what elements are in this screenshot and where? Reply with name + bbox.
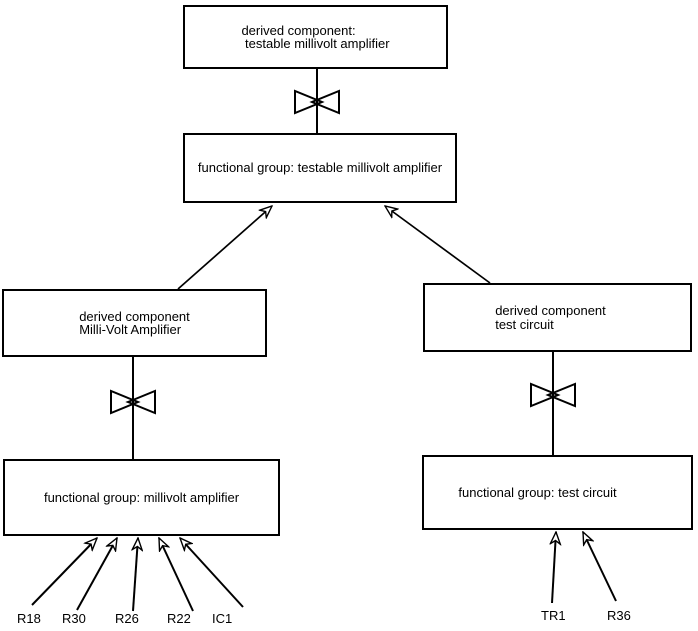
edge-ic1-to-fg-millivolt xyxy=(180,538,244,608)
node-derived-component-testable-millivolt-amplifier: derived component: testable millivolt am… xyxy=(183,5,448,69)
edge-r30-to-fg-millivolt xyxy=(76,538,117,611)
node-derived-component-test-circuit: derived component test circuit xyxy=(423,283,692,352)
node-label: functional group: millivolt amplifier xyxy=(43,489,240,505)
component-label-r30: R30 xyxy=(62,611,86,626)
edge-r36-to-fg-test xyxy=(582,532,617,602)
edge-derived-testable-to-fg-testable xyxy=(294,69,340,133)
edge-derived-millivolt-to-fg-millivolt xyxy=(110,357,156,459)
node-label: derived component: testable millivolt am… xyxy=(241,22,390,51)
edge-derived-test-to-fg-test xyxy=(530,352,576,455)
component-label-r26: R26 xyxy=(115,611,139,626)
decomposition-bowtie-icon xyxy=(110,389,156,415)
node-label: derived component Milli-Volt Amplifier xyxy=(79,308,190,337)
node-label: functional group: test circuit xyxy=(458,484,617,500)
edge-r26-to-fg-millivolt xyxy=(133,538,138,612)
edge-derived-millivolt-to-fg-testable xyxy=(177,206,272,290)
decomposition-bowtie-icon xyxy=(530,382,576,408)
decomposition-bowtie-icon xyxy=(294,89,340,115)
component-label-r18: R18 xyxy=(17,611,41,626)
node-label: functional group: testable millivolt amp… xyxy=(197,160,443,176)
node-functional-group-test-circuit: functional group: test circuit xyxy=(422,455,693,530)
edge-r22-to-fg-millivolt xyxy=(158,538,194,612)
component-label-r36: R36 xyxy=(607,608,631,623)
edge-tr1-to-fg-test xyxy=(552,532,556,604)
node-functional-group-millivolt-amplifier: functional group: millivolt amplifier xyxy=(3,459,280,536)
component-label-r22: R22 xyxy=(167,611,191,626)
node-derived-component-milli-volt-amplifier: derived component Milli-Volt Amplifier xyxy=(2,289,267,357)
edge-derived-test-to-fg-testable xyxy=(385,206,491,284)
edge-r18-to-fg-millivolt xyxy=(31,538,97,606)
node-functional-group-testable-millivolt-amplifier: functional group: testable millivolt amp… xyxy=(183,133,457,203)
component-label-tr1: TR1 xyxy=(541,608,566,623)
component-label-ic1: IC1 xyxy=(212,611,233,626)
node-label: derived component test circuit xyxy=(495,303,606,332)
